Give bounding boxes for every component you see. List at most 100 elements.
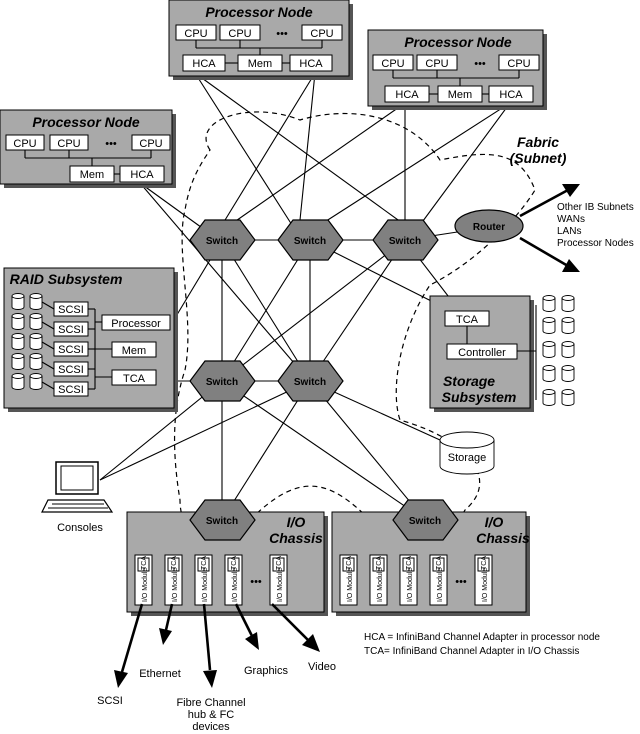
module-tca-label: TCA xyxy=(201,556,208,570)
hca-label: HCA xyxy=(130,169,154,181)
module-tca-label: TCA xyxy=(376,556,383,570)
switch-label: Switch xyxy=(206,377,238,388)
mem-label: Mem xyxy=(80,169,104,181)
disk-icon xyxy=(11,373,25,390)
processor-node-title: Processor Node xyxy=(404,34,512,50)
scsi-label: SCSI xyxy=(58,304,84,316)
processor-node-left: Processor Node CPU CPU ••• CPU Mem HCA xyxy=(0,109,176,188)
disk-icon xyxy=(29,373,43,390)
fabric-title: Fabric xyxy=(517,134,559,150)
disk-icon xyxy=(561,317,575,334)
disk-icon xyxy=(11,333,25,350)
controller-label: Controller xyxy=(458,347,506,359)
router: Router xyxy=(454,209,524,243)
module-label: I/O Module xyxy=(437,568,444,602)
router-target: LANs xyxy=(557,226,581,237)
hca-label: HCA xyxy=(192,58,216,70)
module-tca-label: TCA xyxy=(346,556,353,570)
mem-label: Mem xyxy=(448,89,472,101)
io-chassis-title: I/O xyxy=(287,514,306,530)
switch-label: Switch xyxy=(409,516,441,527)
cpu-label: CPU xyxy=(13,138,36,150)
module-tca-label: TCA xyxy=(171,556,178,570)
io-output-arrows xyxy=(114,603,320,688)
disk-icon xyxy=(561,365,575,382)
cpu-label: CPU xyxy=(381,58,404,70)
disk-icon xyxy=(542,341,556,358)
cpu-label: CPU xyxy=(184,28,207,40)
disk-icon xyxy=(561,389,575,406)
cpu-label: CPU xyxy=(139,138,162,150)
disk-icon xyxy=(542,365,556,382)
scsi-output-label: SCSI xyxy=(97,695,123,707)
router-target: Other IB Subnets xyxy=(557,202,634,213)
disk-icon xyxy=(11,293,25,310)
module-label: I/O Module xyxy=(482,568,489,602)
disk-icon xyxy=(11,313,25,330)
ellipsis: ••• xyxy=(250,576,262,588)
video-label: Video xyxy=(308,661,336,673)
switch: Switch xyxy=(189,219,256,261)
graphics-label: Graphics xyxy=(244,665,289,677)
storage-label: Storage xyxy=(448,452,487,464)
switch-label: Switch xyxy=(294,236,326,247)
cpu-label: CPU xyxy=(57,138,80,150)
ellipsis: ••• xyxy=(474,58,486,70)
disk-icon xyxy=(29,313,43,330)
ellipsis: ••• xyxy=(276,28,288,40)
disk-icon xyxy=(561,341,575,358)
cpu-label: CPU xyxy=(310,28,333,40)
ethernet-label: Ethernet xyxy=(139,668,181,680)
module-tca-label: TCA xyxy=(406,556,413,570)
module-label: I/O Module xyxy=(202,568,209,602)
fc-label-1: Fibre Channel xyxy=(176,697,245,709)
switch-label: Switch xyxy=(389,236,421,247)
cpu-label: CPU xyxy=(228,28,251,40)
io-chassis-title-2: Chassis xyxy=(476,530,530,546)
switch: Switch xyxy=(372,219,439,261)
switch: Switch xyxy=(277,219,344,261)
module-label: I/O Module xyxy=(142,568,149,602)
scsi-label: SCSI xyxy=(58,364,84,376)
processor-node-title: Processor Node xyxy=(205,4,313,20)
storage-subsystem: TCA Controller Storage Subsystem xyxy=(429,295,536,412)
hca-label: HCA xyxy=(499,89,523,101)
ellipsis: ••• xyxy=(105,138,117,150)
fc-label-3: devices xyxy=(192,721,230,733)
tca-label: TCA xyxy=(456,314,479,326)
processor-label: Processor xyxy=(111,318,161,330)
module-tca-label: TCA xyxy=(276,556,283,570)
io-chassis-title-2: Chassis xyxy=(269,530,323,546)
legend-hca: HCA = InfiniBand Channel Adapter in proc… xyxy=(364,632,600,643)
fc-label-2: hub & FC xyxy=(188,709,235,721)
switch: Switch xyxy=(392,499,459,541)
switch-label: Switch xyxy=(294,377,326,388)
disk-icon xyxy=(29,333,43,350)
disk-group xyxy=(535,295,575,406)
storage-subsystem-title: Storage xyxy=(443,373,495,389)
switch-label: Switch xyxy=(206,236,238,247)
switch-label: Switch xyxy=(206,516,238,527)
module-label: I/O Module xyxy=(347,568,354,602)
processor-node-right: Processor Node CPU CPU ••• CPU HCA Mem H… xyxy=(367,29,547,110)
module-label: I/O Module xyxy=(407,568,414,602)
scsi-label: SCSI xyxy=(58,384,84,396)
module-label: I/O Module xyxy=(377,568,384,602)
hca-label: HCA xyxy=(395,89,419,101)
console-icon xyxy=(41,461,114,513)
tca-label: TCA xyxy=(123,373,146,385)
disk-group xyxy=(11,293,55,390)
module-tca-label: TCA xyxy=(481,556,488,570)
storage-subsystem-title-2: Subsystem xyxy=(442,389,517,405)
